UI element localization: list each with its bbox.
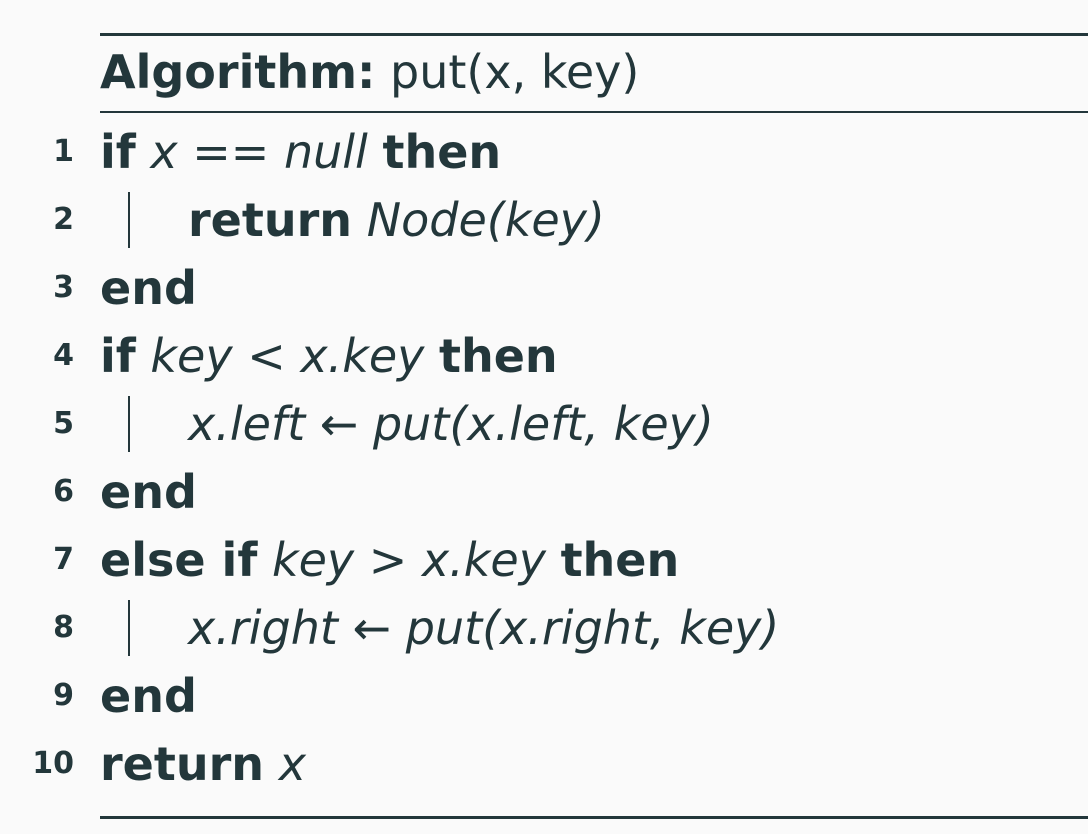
code-line-10: 10 return x — [0, 730, 1088, 798]
line-number: 9 — [53, 678, 74, 713]
keyword-return: return — [100, 737, 265, 791]
code-text: end — [100, 458, 197, 526]
line-number: 4 — [53, 338, 74, 373]
code-line-8: 8 x.right ← put(x.right, key) — [0, 594, 1088, 662]
code-text: else if key > x.key then — [100, 526, 679, 594]
block-indent-bar — [128, 396, 130, 452]
return-value: Node(key) — [366, 193, 605, 247]
keyword-end: end — [100, 465, 197, 519]
keyword-end: end — [100, 261, 197, 315]
line-number: 7 — [53, 542, 74, 577]
top-rule — [100, 33, 1088, 36]
code-line-1: 1 if x == null then — [0, 118, 1088, 186]
line-number: 1 — [53, 134, 74, 169]
code-text: end — [100, 254, 197, 322]
line-number: 6 — [53, 474, 74, 509]
condition: x == null — [150, 125, 368, 179]
code-line-2: 2 return Node(key) — [0, 186, 1088, 254]
code-line-3: 3 end — [0, 254, 1088, 322]
keyword-end: end — [100, 669, 197, 723]
keyword-then: then — [382, 125, 502, 179]
line-number: 8 — [53, 610, 74, 645]
keyword-else-if: else if — [100, 533, 258, 587]
assignment: x.right ← put(x.right, key) — [188, 601, 780, 655]
block-indent-bar — [128, 600, 130, 656]
code-text: x.left ← put(x.left, key) — [188, 390, 714, 458]
line-number: 2 — [53, 202, 74, 237]
code-line-6: 6 end — [0, 458, 1088, 526]
bottom-rule — [100, 816, 1088, 819]
line-number: 3 — [53, 270, 74, 305]
keyword-if: if — [100, 125, 136, 179]
algorithm-keyword: Algorithm: — [100, 45, 376, 99]
assignment: x.left ← put(x.left, key) — [188, 397, 714, 451]
condition: key > x.key — [271, 533, 546, 587]
code-text: return x — [100, 730, 306, 798]
code-line-5: 5 x.left ← put(x.left, key) — [0, 390, 1088, 458]
code-text: if key < x.key then — [100, 322, 558, 390]
line-number: 10 — [32, 746, 74, 781]
condition: key < x.key — [150, 329, 425, 383]
line-number: 5 — [53, 406, 74, 441]
block-indent-bar — [128, 192, 130, 248]
code-text: end — [100, 662, 197, 730]
keyword-return: return — [188, 193, 353, 247]
keyword-then: then — [560, 533, 680, 587]
code-text: return Node(key) — [188, 186, 605, 254]
header-rule — [100, 111, 1088, 113]
code-line-9: 9 end — [0, 662, 1088, 730]
return-value: x — [278, 737, 306, 791]
algorithm-header: Algorithm: put(x, key) — [100, 44, 639, 100]
keyword-if: if — [100, 329, 136, 383]
code-text: if x == null then — [100, 118, 501, 186]
code-text: x.right ← put(x.right, key) — [188, 594, 779, 662]
algorithm-signature: put(x, key) — [390, 45, 640, 99]
code-line-7: 7 else if key > x.key then — [0, 526, 1088, 594]
keyword-then: then — [439, 329, 558, 383]
code-line-4: 4 if key < x.key then — [0, 322, 1088, 390]
